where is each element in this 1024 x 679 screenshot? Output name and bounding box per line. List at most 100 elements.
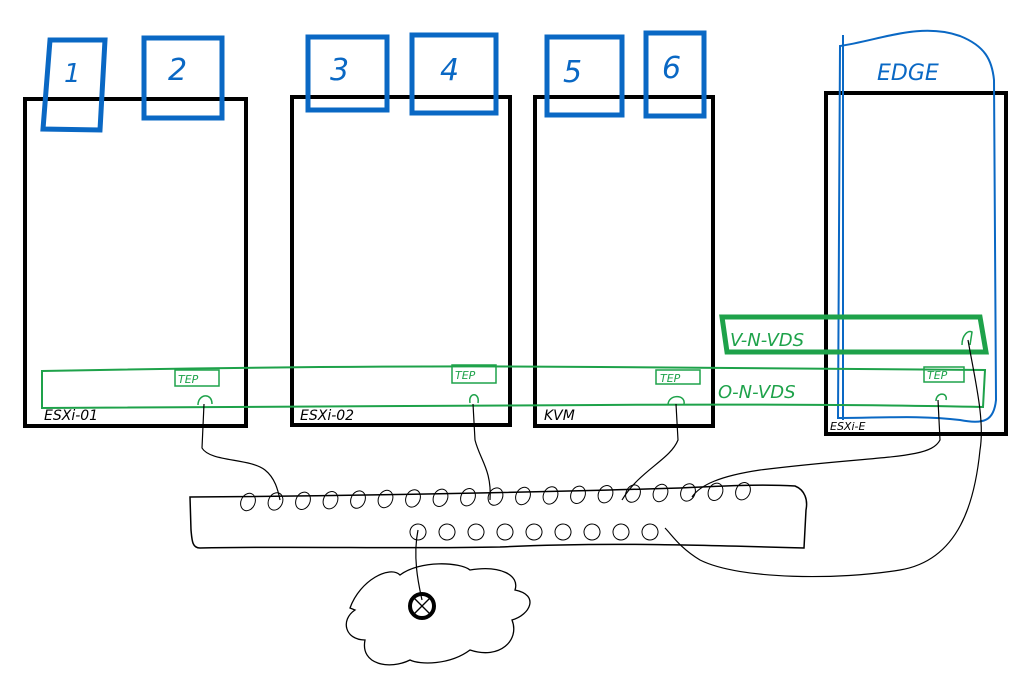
- tep-kvm: TEP: [655, 369, 701, 406]
- tep-box: [174, 369, 220, 387]
- host-box: [824, 91, 1008, 436]
- vm-label: 6: [662, 51, 681, 86]
- vm-box: [643, 30, 707, 119]
- vm-label: 3: [330, 53, 349, 88]
- switch-port: [707, 482, 724, 501]
- host-esxi-e: ESXi-E: [824, 91, 1008, 436]
- switch-port: [438, 523, 456, 541]
- switch-port: [267, 492, 284, 511]
- uplink-icon: [935, 393, 947, 402]
- edge-vm: EDGE: [836, 29, 998, 423]
- host-esxi-01: ESXi-01: [23, 97, 248, 428]
- external-network-cloud: [345, 563, 531, 666]
- vm-box: [305, 34, 390, 113]
- host-box: [290, 95, 512, 427]
- switch-port: [570, 485, 586, 504]
- switch-ports-top: [240, 482, 751, 512]
- host-kvm: KVM: [533, 95, 715, 428]
- vlan-nvds-box: [719, 314, 989, 355]
- switch-port: [295, 491, 311, 510]
- tep-label: TEP: [927, 369, 948, 382]
- switch-port: [597, 485, 614, 504]
- router-icon-cross: [413, 597, 431, 615]
- switch-port: [612, 523, 630, 541]
- switch-port: [240, 492, 256, 512]
- tep-esxi-e: TEP: [923, 366, 965, 402]
- switch-port: [409, 523, 427, 541]
- cloud-outline: [345, 563, 531, 666]
- vm-2: 2: [141, 35, 225, 121]
- uplink-icon: [469, 394, 479, 404]
- uplink-icon: [667, 395, 685, 406]
- switch-port: [460, 488, 476, 507]
- switch-port: [680, 483, 696, 502]
- tep-esxi-02: TEP: [451, 364, 497, 404]
- overlay-nvds: O-N-VDS: [41, 365, 987, 410]
- switch-port: [432, 488, 449, 507]
- tep-label: TEP: [455, 369, 476, 382]
- switch-port: [350, 490, 366, 509]
- physical-switch: [189, 482, 808, 549]
- uplink-icon: [197, 395, 213, 406]
- switch-port: [405, 489, 421, 508]
- overlay-nvds-label: O-N-VDS: [718, 382, 796, 403]
- host-label: ESXi-02: [300, 408, 354, 424]
- switch-port: [487, 487, 504, 506]
- tep-label: TEP: [178, 373, 199, 386]
- vm-6: 6: [643, 30, 707, 119]
- cables: [201, 339, 982, 601]
- switch-port: [515, 486, 531, 506]
- vm-4: 4: [409, 32, 499, 116]
- router-icon: [408, 592, 436, 620]
- switch-port: [652, 483, 669, 503]
- switch-port: [322, 491, 339, 510]
- vm-label: 2: [168, 53, 187, 88]
- vlan-nvds-label: V-N-VDS: [730, 330, 804, 351]
- tep-label: TEP: [660, 372, 681, 385]
- switch-port: [542, 486, 559, 505]
- cable-esxi-01: [201, 403, 281, 501]
- vm-box: [544, 34, 625, 118]
- edge-label: EDGE: [877, 61, 939, 86]
- cable-kvm: [621, 403, 679, 501]
- tep-box: [923, 366, 965, 383]
- switch-body: [189, 484, 808, 549]
- overlay-nvds-band: [41, 365, 987, 410]
- vm-1: 1: [40, 37, 108, 133]
- uplink-icon: [961, 330, 973, 346]
- host-box: [23, 97, 248, 428]
- vm-label: 1: [64, 59, 81, 89]
- host-label: ESXi-01: [44, 408, 98, 424]
- vm-box: [40, 37, 108, 133]
- tep-esxi-01: TEP: [174, 369, 220, 406]
- vlan-nvds: V-N-VDS: [719, 314, 989, 355]
- vm-box: [141, 35, 225, 121]
- switch-port: [467, 523, 485, 541]
- tep-box: [451, 364, 497, 384]
- switch-port: [496, 523, 514, 541]
- cable-esxi-e-vlan: [664, 339, 982, 578]
- switch-port: [554, 523, 572, 541]
- switch-ports-bottom: [409, 523, 659, 541]
- switch-port: [377, 489, 394, 509]
- vm-5: 5: [544, 34, 625, 118]
- host-esxi-02: ESXi-02: [290, 95, 512, 427]
- host-label: ESXi-E: [830, 420, 865, 433]
- vm-3: 3: [305, 34, 390, 113]
- vm-label: 4: [440, 53, 459, 88]
- edge-outline: [836, 29, 998, 423]
- switch-port: [735, 482, 751, 501]
- cable-cloud: [415, 529, 423, 601]
- host-label: KVM: [544, 408, 575, 424]
- switch-port: [641, 523, 659, 541]
- switch-port: [625, 484, 641, 503]
- switch-port: [525, 523, 543, 541]
- host-box: [533, 95, 715, 428]
- vm-label: 5: [563, 55, 582, 90]
- switch-port: [583, 523, 601, 541]
- cable-esxi-02: [472, 403, 491, 501]
- tep-box: [655, 369, 701, 385]
- cable-esxi-e-tep: [691, 399, 941, 498]
- vm-box: [409, 32, 499, 116]
